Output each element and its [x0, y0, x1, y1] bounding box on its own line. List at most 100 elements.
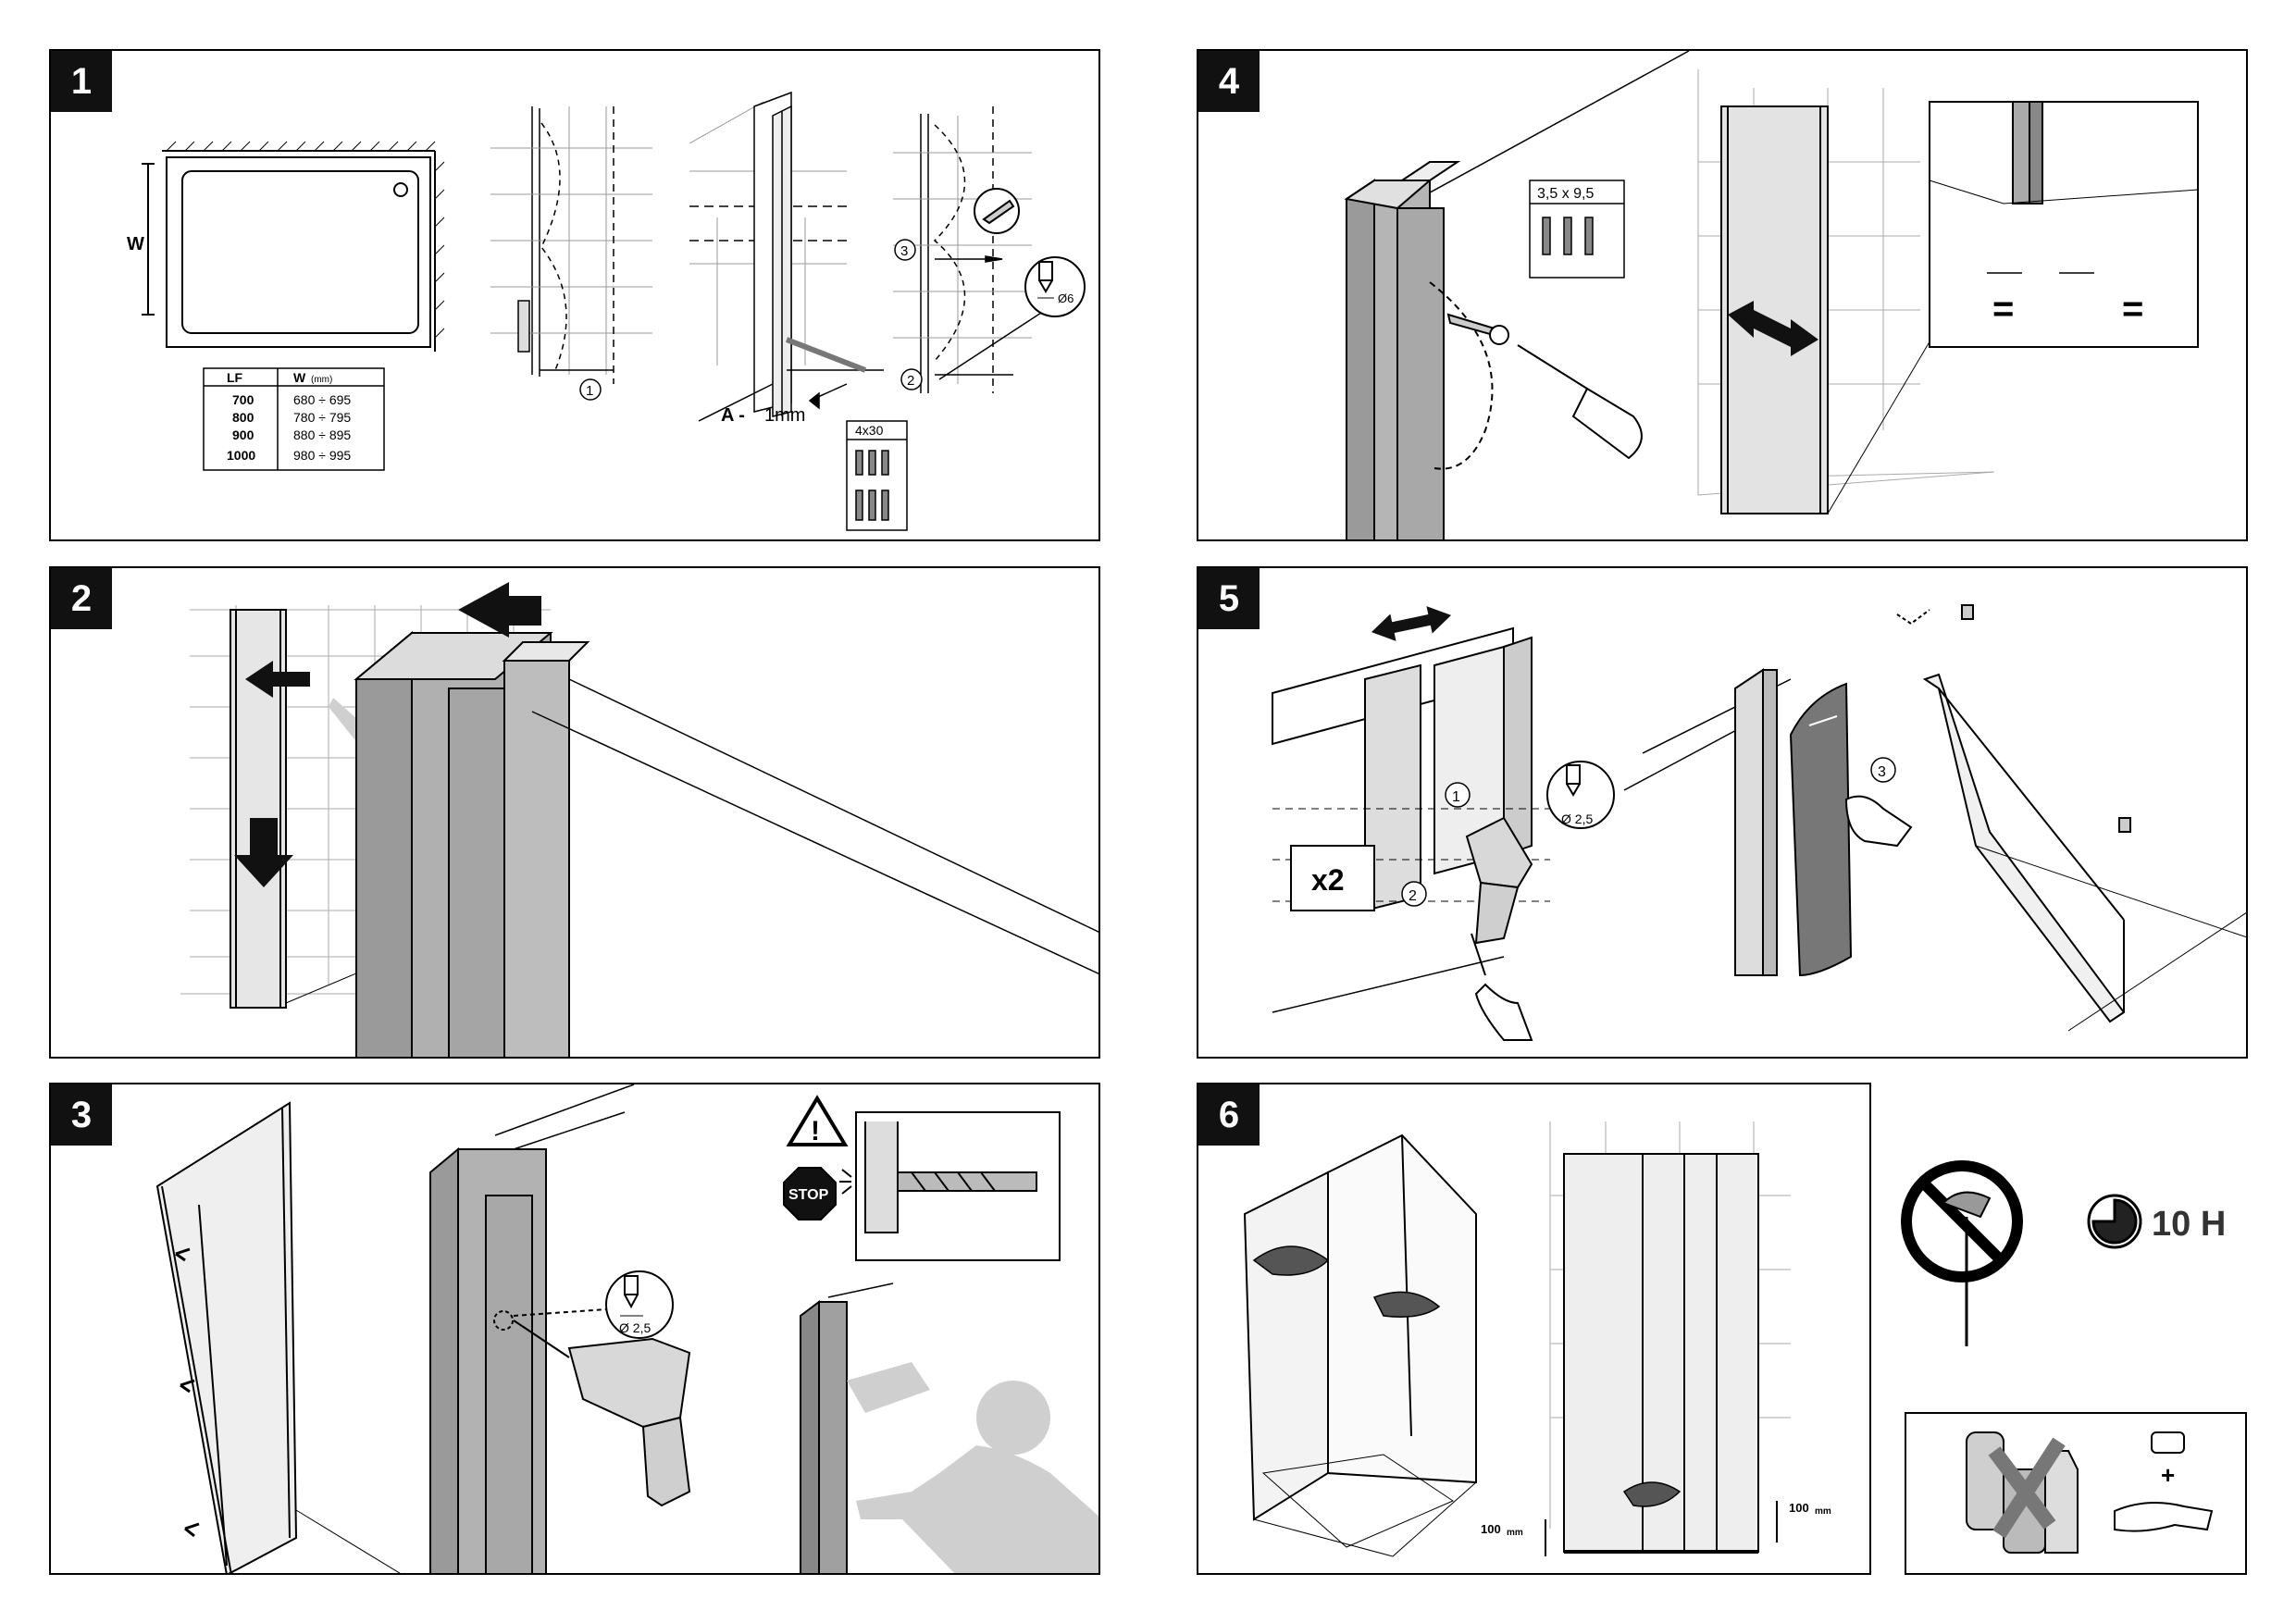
warning-mark: ! — [811, 1116, 820, 1146]
step-4-panel: 4 3,5 x 9,5 — [1197, 49, 2248, 541]
dim-right-unit: mm — [1815, 1506, 1831, 1517]
callout-3: 3 — [1878, 764, 1886, 780]
multiplier-label: x2 — [1311, 863, 1345, 897]
enclosure-left — [1243, 1134, 1477, 1557]
step-number: 6 — [1198, 1084, 1260, 1146]
a-value: 1mm — [764, 405, 805, 426]
callout-badge — [1445, 782, 1471, 808]
profile-screwed — [1344, 51, 1690, 539]
callout-3: 3 — [900, 243, 908, 259]
dim-right-value: 100 — [1789, 1501, 1809, 1515]
table-cell: 1000 — [227, 448, 255, 463]
profile-seal — [1623, 668, 1853, 977]
width-label: W — [127, 234, 144, 254]
detail-inset — [839, 1111, 1061, 1261]
step-1-illustration: W LF W (mm) 700 680 ÷ 695 800 780 ÷ 795 … — [127, 91, 1086, 531]
table-cell: 900 — [232, 427, 254, 442]
callout-2: 2 — [1409, 888, 1417, 904]
arrow-left-icon — [245, 661, 310, 698]
screw-kit-box — [846, 420, 908, 531]
cleaning-cloth — [1252, 1245, 1441, 1318]
enclosure-outline — [1896, 604, 2246, 1032]
table-cell: 800 — [232, 410, 254, 425]
table-cell: 680 ÷ 695 — [293, 392, 351, 407]
stop-label: STOP — [788, 1187, 829, 1203]
x2-box — [1290, 845, 1375, 911]
cleaning-cloth — [1622, 1481, 1682, 1507]
step-5-panel: 5 x2 1 2 — [1197, 566, 2248, 1059]
table-cell: 700 — [232, 392, 254, 407]
drill-size-label: Ø6 — [1058, 291, 1074, 305]
wait-time-label: 10 H — [2152, 1205, 2226, 1244]
screw-kit-label: 4x30 — [855, 423, 884, 438]
screw-icon — [1446, 313, 1509, 345]
screw-kit-label: 3,5 x 9,5 — [1537, 186, 1594, 202]
drilling-sketch — [893, 106, 1061, 393]
table-cell: 980 ÷ 995 — [293, 448, 351, 463]
a-label: A - — [721, 405, 745, 426]
detail-inset — [1929, 101, 2199, 348]
step-number: 4 — [1198, 51, 1260, 112]
equal-mark-right: = — [2122, 289, 2143, 329]
step-4-illustration: 3,5 x 9,5 = = — [1344, 51, 2199, 539]
aftercare-wait-illustration: 10 H — [1901, 1160, 2226, 1346]
step-number: 5 — [1198, 568, 1260, 629]
step-6-panel: 6 — [1197, 1083, 1871, 1575]
svg-text:+: + — [2161, 1461, 2175, 1489]
width-table — [203, 367, 385, 471]
table-header-unit: (mm) — [311, 375, 332, 385]
step-number: 1 — [51, 51, 112, 112]
person-silhouette — [847, 1362, 1098, 1573]
callout-1: 1 — [586, 383, 593, 399]
callout-1: 1 — [1452, 789, 1460, 805]
cleaning-illustration: + — [1966, 1431, 2214, 1554]
shower-head-icon — [1942, 1191, 1992, 1346]
table-cell: 880 ÷ 895 — [293, 427, 351, 442]
shower-tray-top-view — [142, 141, 445, 352]
step-3-illustration: Ø 2,5 ! STOP — [155, 1084, 1098, 1573]
dim-left-unit: mm — [1507, 1528, 1523, 1538]
profile-being-drilled — [800, 1282, 894, 1573]
stop-sign-icon — [783, 1167, 837, 1220]
no-shower-icon — [1901, 1160, 2023, 1282]
callout-2: 2 — [907, 373, 914, 389]
drill-bit-circle-icon — [1024, 256, 1086, 317]
step-5-illustration: x2 1 2 Ø 2,5 3 — [1272, 604, 2246, 1041]
drill-tool — [1465, 816, 1533, 945]
step-number: 2 — [51, 568, 112, 629]
table-header-lf: LF — [227, 370, 243, 385]
callout-badge — [1401, 881, 1427, 907]
pencil-circle-icon — [974, 188, 1020, 234]
dim-left-value: 100 — [1481, 1522, 1501, 1536]
profile-drilling-detail — [1272, 626, 1550, 1013]
clock-icon — [2087, 1194, 2142, 1249]
profile-with-drill — [429, 1084, 635, 1573]
callout-badge — [579, 378, 602, 401]
step-2-panel: 2 — [49, 566, 1100, 1059]
callout-badge — [894, 239, 916, 261]
step-2-illustration — [180, 582, 1098, 1057]
callout-badge — [1870, 757, 1896, 783]
step-number: 3 — [51, 1084, 112, 1146]
screwdriver-icon — [1517, 344, 1643, 460]
no-harsh-cleaner-icon — [1966, 1431, 2079, 1554]
drill-bit-circle-icon — [605, 1270, 674, 1339]
hand-icon — [1844, 795, 1913, 848]
glass-panel-perspective — [155, 1101, 401, 1573]
arrow-down-icon — [234, 818, 293, 887]
hand-screwdriver — [1471, 933, 1533, 1041]
table-cell: 780 ÷ 795 — [293, 410, 351, 425]
profile-detail — [354, 630, 1098, 1057]
screw-kit-box — [1529, 180, 1625, 279]
warning-triangle-icon — [786, 1095, 849, 1146]
arrow-inward-icon — [458, 582, 541, 638]
cleaning-panel: + — [1905, 1412, 2247, 1575]
step-3-panel: 3 — [49, 1083, 1100, 1575]
step-1-panel: 1 — [49, 49, 1100, 541]
mild-soap-icon: + — [2114, 1431, 2214, 1532]
callout-badge — [900, 368, 923, 390]
drill-size-label: Ø 2,5 — [619, 1320, 651, 1335]
drill-tool — [513, 1319, 691, 1507]
drill-bit-circle-icon — [1546, 761, 1615, 829]
step-6-illustration: 100 mm 100 mm — [1243, 1121, 1831, 1557]
